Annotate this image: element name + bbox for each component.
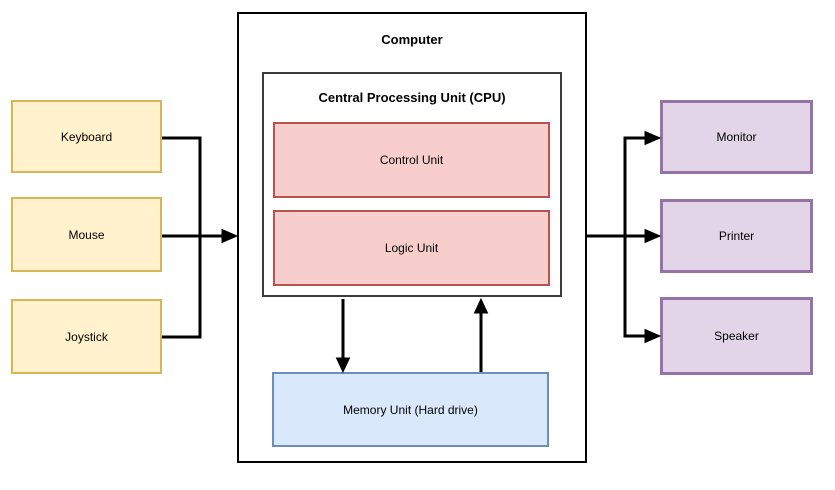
node-printer: Printer [660,199,813,273]
node-keyboard-label: Keyboard [60,129,113,144]
connector-inputs-to-computer [162,136,239,339]
node-speaker: Speaker [660,297,813,375]
node-memory-unit-label: Memory Unit (Hard drive) [343,402,478,417]
node-mouse: Mouse [11,197,162,272]
node-monitor-label: Monitor [716,130,757,144]
connector-computer-to-outputs [587,130,662,344]
node-joystick-label: Joystick [65,329,108,344]
node-joystick: Joystick [11,299,162,374]
node-control-unit-label: Control Unit [379,153,444,167]
cpu-container: Central Processing Unit (CPU) [262,72,562,297]
node-logic-unit-label: Logic Unit [384,241,439,255]
node-monitor: Monitor [660,100,813,174]
node-logic-unit: Logic Unit [273,210,550,286]
node-keyboard: Keyboard [11,100,162,173]
node-speaker-label: Speaker [714,329,759,343]
node-memory-unit: Memory Unit (Hard drive) [272,372,549,447]
cpu-title: Central Processing Unit (CPU) [318,90,506,105]
node-printer-label: Printer [718,229,755,243]
computer-title: Computer [381,32,443,47]
node-control-unit: Control Unit [273,122,550,198]
node-mouse-label: Mouse [68,227,105,242]
